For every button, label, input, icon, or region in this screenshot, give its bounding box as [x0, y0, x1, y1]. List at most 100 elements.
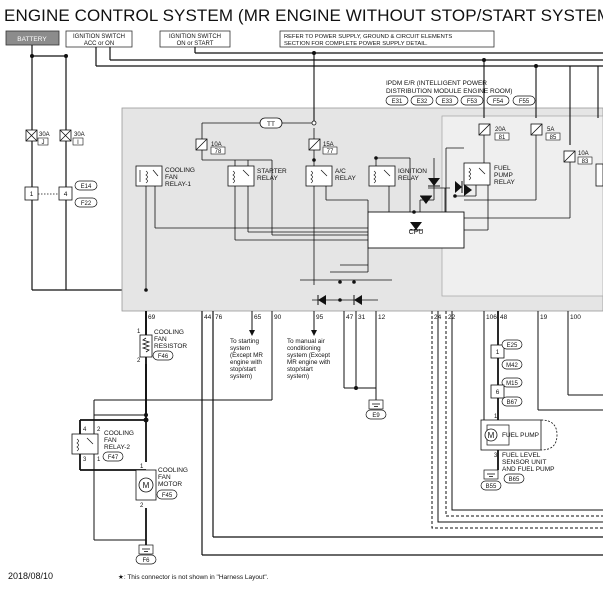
- ipdm-feed-lines: [313, 53, 599, 145]
- ipdm-pin-number: 95: [316, 314, 324, 321]
- ipdm-connector-label: E33: [442, 99, 453, 105]
- svg-text:RELAY-2: RELAY-2: [104, 444, 130, 451]
- ipdm-pin-number: 76: [215, 314, 223, 321]
- svg-text:COOLING: COOLING: [158, 467, 188, 474]
- svg-text:FAN: FAN: [154, 336, 167, 343]
- note-line: system): [230, 373, 252, 380]
- svg-text:F46: F46: [158, 354, 169, 360]
- conn-e25-m42: 1 E25 M42: [490, 339, 523, 370]
- ipdm-inner-box: [441, 115, 603, 297]
- diodes: [317, 178, 472, 305]
- ipdm-pin-number: 106: [486, 314, 497, 321]
- svg-text:1: 1: [494, 414, 498, 420]
- ipdm-pin-number: 12: [378, 314, 386, 321]
- internal-wiring: [145, 123, 571, 301]
- battery-junction: [30, 54, 34, 58]
- note-line: MR engine with: [287, 359, 331, 366]
- svg-text:F45: F45: [162, 493, 173, 499]
- svg-text:COOLING: COOLING: [165, 167, 195, 174]
- svg-text:B65: B65: [509, 477, 520, 483]
- ipdm-pin-number: 19: [540, 314, 548, 321]
- ign-on-label-1: IGNITION SWITCH: [169, 34, 221, 40]
- note-line: (Except MR: [230, 352, 263, 359]
- ign-on-label-2: ON or START: [177, 41, 214, 47]
- svg-text:RESISTOR: RESISTOR: [154, 343, 187, 350]
- note-line: stop/start: [230, 366, 256, 373]
- ipdm-connector-oval: [385, 95, 409, 106]
- shielded-wires: [431, 311, 603, 529]
- svg-text:RELAY-1: RELAY-1: [165, 181, 191, 188]
- note-line: To manual air: [287, 338, 325, 345]
- svg-text:F22: F22: [81, 201, 92, 207]
- svg-text:15A: 15A: [323, 142, 334, 148]
- svg-text:81: 81: [499, 135, 506, 141]
- ipdm-label-2: DISTRIBUTION MODULE ENGINE ROOM): [386, 88, 512, 95]
- ipdm-connector-oval: [460, 95, 484, 106]
- ipdm-pin-number: 31: [358, 314, 366, 321]
- svg-text:1: 1: [496, 349, 500, 356]
- ipdm-pin-number: 90: [274, 314, 282, 321]
- svg-text:IGNITION: IGNITION: [398, 168, 427, 175]
- fuse-81: 20A 81: [478, 123, 510, 141]
- note-line: system): [287, 373, 309, 380]
- svg-text:E25: E25: [507, 343, 518, 349]
- arrow-starting: [249, 330, 255, 336]
- ipdm-connector-label: E32: [417, 99, 428, 105]
- svg-text:20A: 20A: [495, 127, 506, 133]
- note-line: stop/start: [287, 366, 313, 373]
- note-line: system (Except: [287, 352, 330, 359]
- internal-junctions: [144, 156, 457, 302]
- svg-text:1: 1: [140, 464, 144, 470]
- note-line: conditioning: [287, 345, 321, 352]
- ipdm-connector-oval: [410, 95, 434, 106]
- fuse-78: 10A 78: [195, 138, 226, 155]
- ipdm-connectors: E31 E32 E33 F53 F54 F55: [385, 95, 536, 106]
- ac-relay: A/C RELAY: [305, 165, 356, 187]
- cooling-fan-resistor: 1 2 COOLING FAN RESISTOR F46: [137, 329, 187, 364]
- svg-text:F6: F6: [142, 558, 150, 564]
- cooling-fan-motor: M 1 2 COOLING FAN MOTOR F45: [135, 464, 188, 509]
- svg-text:COOLING: COOLING: [104, 430, 134, 437]
- svg-text:4: 4: [83, 427, 87, 433]
- fuse-83: 10A 83: [563, 150, 593, 165]
- right-relay-partial: [595, 163, 603, 187]
- ipdm-pin-number: 65: [254, 314, 262, 321]
- ipdm-connector-label: E31: [392, 99, 403, 105]
- ipdm-pin-number: 47: [346, 314, 354, 321]
- svg-text:RELAY: RELAY: [398, 175, 419, 182]
- cooling-fan-relay-1: COOLING FAN RELAY-1: [135, 165, 195, 188]
- lower-wiring: [79, 311, 603, 556]
- svg-text:1: 1: [30, 191, 34, 198]
- ipdm-connector-label: F54: [493, 99, 504, 105]
- svg-text:3: 3: [494, 453, 498, 459]
- svg-text:SENSOR UNIT: SENSOR UNIT: [502, 459, 546, 466]
- svg-text:30A: 30A: [39, 132, 50, 138]
- svg-text:5A: 5A: [547, 127, 554, 133]
- fuse-i: 30A I: [59, 129, 85, 146]
- cpu-label: CPU: [409, 229, 424, 236]
- svg-text:RELAY: RELAY: [494, 179, 515, 186]
- svg-text:FUEL PUMP: FUEL PUMP: [502, 432, 539, 439]
- svg-text:J: J: [42, 140, 45, 146]
- svg-text:3: 3: [83, 457, 87, 463]
- refer-line-2: SECTION FOR COMPLETE POWER SUPPLY DETAIL…: [284, 41, 428, 47]
- ign-acc-label-2: ACC or ON: [84, 41, 114, 47]
- ipdm-connector-oval: [512, 95, 536, 106]
- svg-text:FUEL LEVEL: FUEL LEVEL: [502, 452, 541, 459]
- ipdm-pin-number: 100: [570, 314, 581, 321]
- svg-text:FAN: FAN: [165, 174, 178, 181]
- svg-text:10A: 10A: [211, 142, 222, 148]
- ipdm-connector-oval: [486, 95, 510, 106]
- svg-text:AND FUEL PUMP: AND FUEL PUMP: [502, 466, 555, 473]
- svg-text:2: 2: [137, 358, 141, 364]
- page-title: ENGINE CONTROL SYSTEM (MR ENGINE WITHOUT…: [4, 6, 603, 25]
- arrow-ac: [311, 330, 317, 336]
- top-bus-lines: [31, 45, 603, 291]
- ipdm-connector-label: F55: [519, 99, 530, 105]
- svg-text:B67: B67: [507, 400, 518, 406]
- refer-box: [279, 30, 495, 48]
- ipdm-connector-label: F53: [467, 99, 478, 105]
- ipdm-label-1: IPDM E/R (INTELLIGENT POWER: [386, 80, 487, 87]
